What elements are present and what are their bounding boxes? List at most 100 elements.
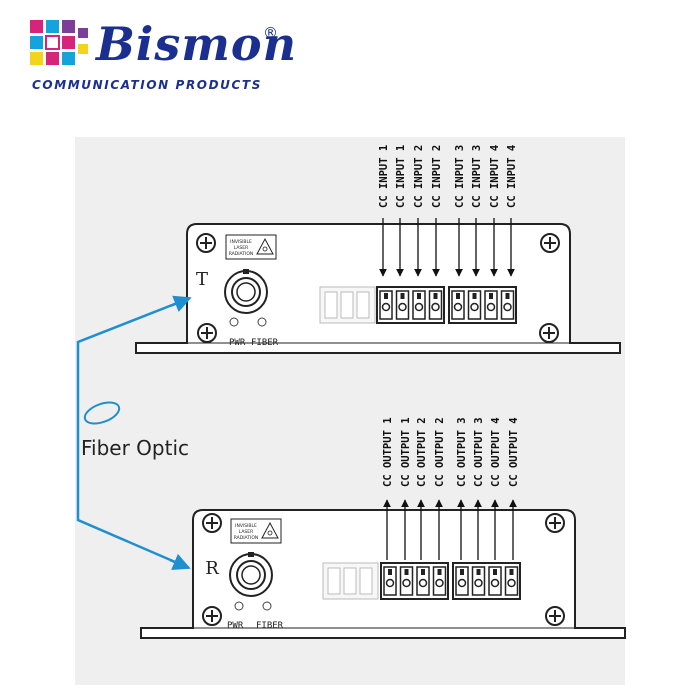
- receiver-output-block-1: [380, 562, 449, 600]
- transmitter-channel-label: CC INPUT 1: [378, 145, 390, 208]
- transmitter-laser-warning-label: INVISIBLE LASER RADIATION: [225, 234, 277, 260]
- receiver-channel-label: CC OUTPUT 2: [434, 417, 446, 487]
- receiver-channel-labels: CC OUTPUT 1 CC OUTPUT 1 CC OUTPUT 2 CC OUTP…: [382, 417, 520, 560]
- transmitter-input-screw-1-icon: [379, 290, 393, 320]
- receiver-output-screw-4-icon: [432, 566, 447, 596]
- receiver-output-screw-6-icon: [471, 566, 486, 596]
- receiver-laser-hazard-icon: [261, 521, 279, 539]
- transmitter-laser-hazard-icon: [256, 237, 274, 255]
- receiver-channel-label: CC OUTPUT 2: [416, 417, 428, 487]
- receiver-pwr-label: PWR: [227, 621, 244, 631]
- receiver-fiber-port-icon: [229, 552, 273, 597]
- transmitter-channel-3: CC INPUT 2: [413, 145, 425, 277]
- receiver-channel-4: CC OUTPUT 2: [434, 417, 446, 560]
- receiver-channel-6: CC OUTPUT 3: [473, 417, 485, 560]
- receiver-channel-label: CC OUTPUT 4: [490, 417, 502, 487]
- receiver-screw-top-left-icon: [202, 513, 222, 533]
- transmitter-channel-label: CC INPUT 2: [431, 145, 443, 208]
- receiver-laser-line-2: LASER: [239, 529, 254, 535]
- receiver-channel-2: CC OUTPUT 1: [400, 417, 412, 560]
- receiver-laser-warning-label: INVISIBLE LASER RADIATION: [230, 518, 282, 544]
- transmitter-pwr-led-icon: [229, 317, 239, 327]
- transmitter-pwr-label: PWR: [229, 338, 246, 348]
- receiver-output-screw-1-icon: [383, 566, 397, 596]
- transmitter-channel-4: CC INPUT 2: [431, 145, 443, 277]
- transmitter-screw-top-left-icon: [196, 233, 216, 253]
- transmitter-channel-labels: CC INPUT 1 CC INPUT 1 CC INPUT 2 CC INPUT 2…: [378, 145, 518, 277]
- receiver-channel-label: CC OUTPUT 3: [456, 417, 468, 487]
- receiver-output-terminals: [380, 562, 521, 600]
- transmitter-input-terminals: [376, 286, 517, 324]
- transmitter-channel-label: CC INPUT 3: [471, 145, 483, 208]
- receiver-channel-label: CC OUTPUT 1: [382, 417, 394, 487]
- transmitter-input-screw-4-icon: [428, 290, 443, 320]
- receiver-channel-8: CC OUTPUT 4: [508, 417, 520, 560]
- receiver-screw-bottom-left-icon: [202, 606, 222, 626]
- receiver-channel-5: CC OUTPUT 3: [456, 417, 468, 560]
- fiber-arrow-to-receiver: [169, 553, 191, 570]
- transmitter-fiber-port-icon: [224, 269, 268, 314]
- transmitter-channel-label: CC INPUT 2: [413, 145, 425, 208]
- receiver-output-screw-5-icon: [455, 566, 469, 596]
- receiver-pwr-led-icon: [234, 601, 244, 611]
- fiber-bundle-loop-icon: [83, 401, 121, 425]
- receiver-channel-7: CC OUTPUT 4: [490, 417, 502, 560]
- transmitter-power-terminal: [319, 286, 376, 324]
- receiver-screw-bottom-right-icon: [545, 606, 565, 626]
- transmitter-laser-line-2: LASER: [234, 245, 249, 251]
- transmitter-laser-line-3: RADIATION: [229, 251, 254, 257]
- receiver-laser-line-1: INVISIBLE: [235, 523, 257, 529]
- receiver-laser-line-3: RADIATION: [234, 535, 259, 541]
- receiver-fiber-label: FIBER: [256, 621, 284, 631]
- receiver-output-block-2: [452, 562, 521, 600]
- transmitter-input-screw-5-icon: [451, 290, 465, 320]
- transmitter-fiber-led-icon: [257, 317, 267, 327]
- receiver-fiber-led-icon: [262, 601, 272, 611]
- receiver-channel-label: CC OUTPUT 1: [400, 417, 412, 487]
- receiver-screw-top-right-icon: [545, 513, 565, 533]
- receiver-output-screw-2-icon: [399, 566, 414, 596]
- transmitter-input-block-2: [448, 286, 517, 324]
- transmitter-letter: T: [196, 269, 208, 290]
- transmitter-device: INVISIBLE LASER RADIATION T PWR FIBER: [135, 145, 621, 354]
- receiver-channel-label: CC OUTPUT 4: [508, 417, 520, 487]
- transmitter-fiber-label: FIBER: [251, 338, 279, 348]
- transmitter-input-screw-6-icon: [467, 290, 482, 320]
- transmitter-channel-label: CC INPUT 4: [489, 145, 501, 208]
- transmitter-input-screw-8-icon: [500, 290, 515, 320]
- transmitter-input-screw-2-icon: [395, 290, 410, 320]
- receiver-output-screw-3-icon: [416, 566, 430, 596]
- transmitter-laser-line-1: INVISIBLE: [230, 239, 252, 245]
- receiver-output-screw-7-icon: [488, 566, 502, 596]
- transmitter-channel-label: CC INPUT 3: [454, 145, 466, 208]
- receiver-device: INVISIBLE LASER RADIATION R PWR FIBER: [140, 417, 626, 639]
- receiver-letter: R: [205, 558, 219, 579]
- transmitter-channel-6: CC INPUT 3: [471, 145, 483, 277]
- transmitter-channel-label: CC INPUT 4: [506, 145, 518, 208]
- receiver-channel-3: CC OUTPUT 2: [416, 417, 428, 560]
- transmitter-screw-bottom-right-icon: [539, 323, 559, 343]
- receiver-output-screw-8-icon: [504, 566, 519, 596]
- fiber-cable-line: [76, 296, 191, 570]
- fiber-optic-label: Fiber Optic: [81, 436, 189, 460]
- receiver-power-terminal: [322, 562, 379, 600]
- transmitter-channel-7: CC INPUT 4: [489, 145, 501, 277]
- transmitter-channel-8: CC INPUT 4: [506, 145, 518, 277]
- transmitter-channel-1: CC INPUT 1: [378, 145, 390, 277]
- transmitter-channel-5: CC INPUT 3: [454, 145, 466, 277]
- brand-tagline: COMMUNICATION PRODUCTS: [32, 78, 262, 92]
- registered-mark: ®: [263, 24, 278, 42]
- transmitter-input-screw-7-icon: [484, 290, 498, 320]
- fiber-arrow-to-transmitter: [169, 295, 192, 312]
- transmitter-channel-label: CC INPUT 1: [395, 145, 407, 208]
- receiver-channel-1: CC OUTPUT 1: [382, 417, 394, 560]
- receiver-channel-label: CC OUTPUT 3: [473, 417, 485, 487]
- fiber-link: Fiber Optic: [76, 295, 192, 570]
- transmitter-input-block-1: [376, 286, 445, 324]
- transmitter-screw-top-right-icon: [540, 233, 560, 253]
- transmitter-input-screw-3-icon: [412, 290, 426, 320]
- brand-name: Bismon: [96, 17, 298, 71]
